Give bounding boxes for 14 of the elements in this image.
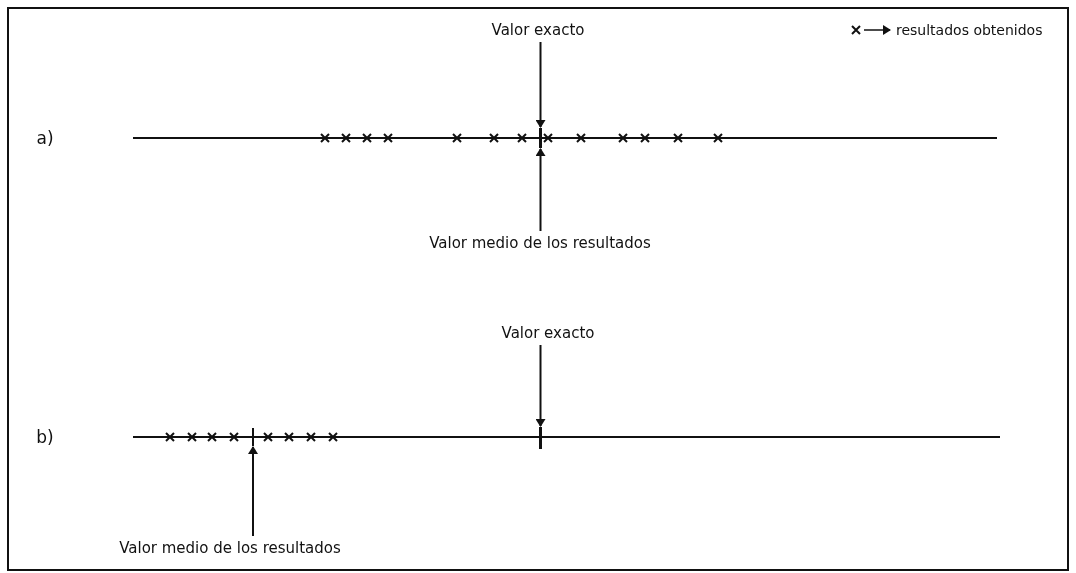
tick-mark xyxy=(539,427,542,449)
tick-mark xyxy=(539,128,542,148)
leader-arrow xyxy=(535,41,546,128)
callout-text: Valor medio de los resultados xyxy=(119,539,341,557)
leader-arrow xyxy=(248,446,258,537)
leader-arrow xyxy=(535,148,546,232)
callout-text: Valor medio de los resultados xyxy=(429,234,651,252)
panel-label: a) xyxy=(36,127,54,149)
callout-text: Valor exacto xyxy=(501,324,595,342)
legend-text: resultados obtenidos xyxy=(896,21,1043,39)
leader-arrow xyxy=(535,344,546,427)
panel-label: b) xyxy=(36,426,54,448)
callout-text: Valor exacto xyxy=(491,21,585,39)
tick-mark xyxy=(252,428,254,446)
